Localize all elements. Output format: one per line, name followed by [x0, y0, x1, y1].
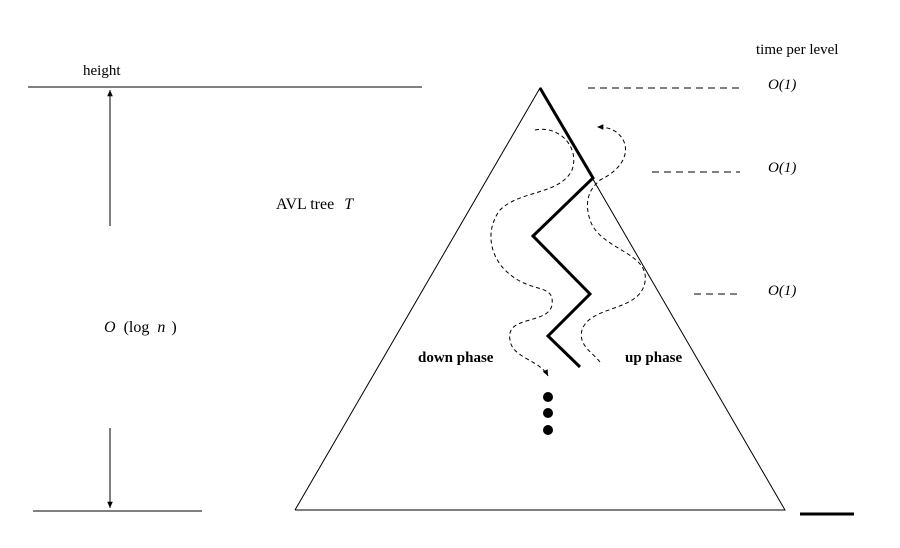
- level-cost-1: O(1): [768, 77, 796, 93]
- ellipsis-dot: [543, 408, 553, 418]
- height-label: height: [83, 63, 121, 79]
- time-per-level-label: time per level: [756, 42, 838, 58]
- up-phase-curve: [580, 124, 646, 363]
- avl-tree-label: AVL tree T: [276, 196, 354, 213]
- ellipsis-dot: [543, 392, 553, 402]
- level-cost-3: O(1): [768, 283, 796, 299]
- search-path: [530, 87, 595, 369]
- up-phase-label: up phase: [625, 350, 682, 366]
- ellipsis-dot: [543, 425, 553, 435]
- height-complexity-label: O (log n ): [104, 319, 177, 336]
- down-phase-curve: [490, 128, 575, 377]
- tree-triangle: [294, 87, 786, 511]
- level-cost-2: O(1): [768, 160, 796, 176]
- down-phase-label: down phase: [418, 350, 494, 366]
